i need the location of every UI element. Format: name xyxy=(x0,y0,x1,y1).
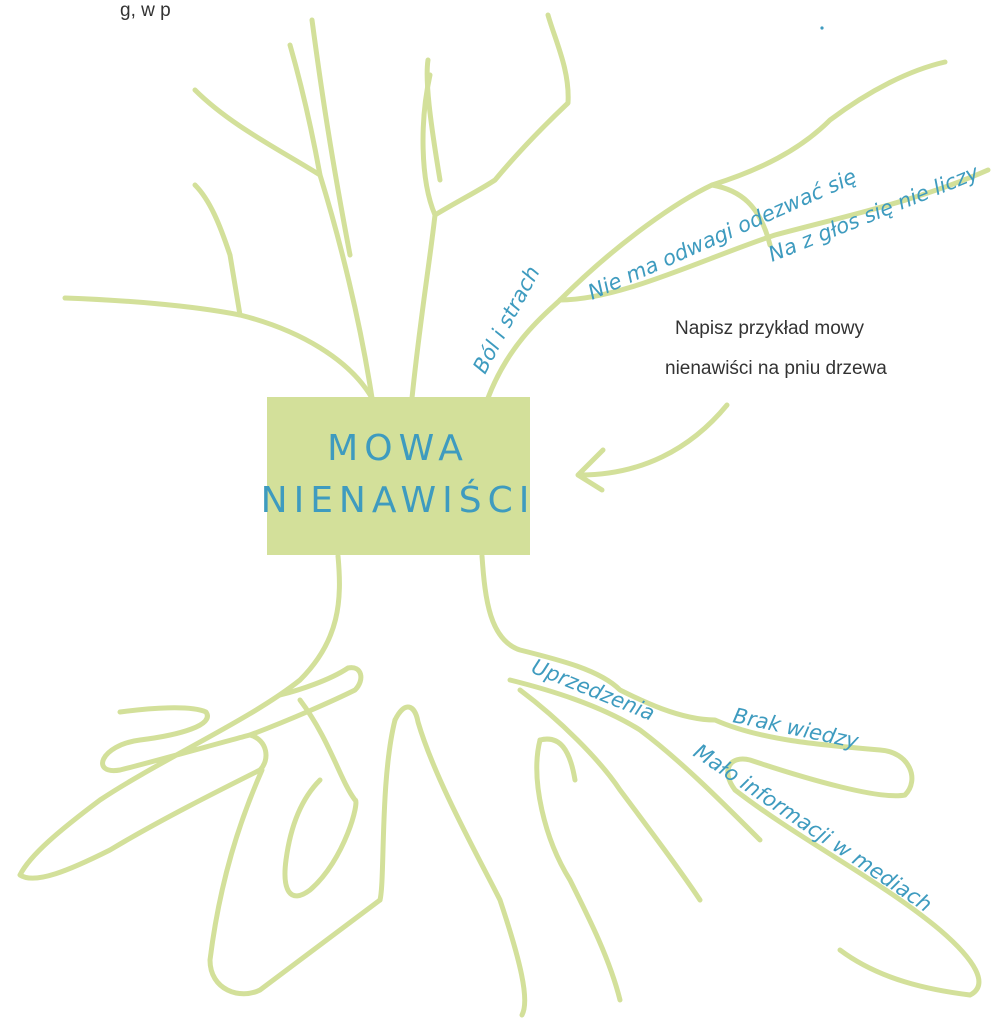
center-title-line2: NIENAWIŚCI xyxy=(261,479,536,521)
root-center-back xyxy=(380,720,395,900)
center-title-line1: MOWA xyxy=(327,428,469,469)
label-brak-wiedzy: Brak wiedzy xyxy=(731,703,861,753)
center-box xyxy=(267,397,530,555)
branch-left-mid xyxy=(290,45,372,398)
limb-right-upper xyxy=(560,62,945,300)
arrow-to-box xyxy=(578,405,727,490)
branch-center-right xyxy=(435,15,568,215)
label-malo-informacji: Mało informacji w mediach xyxy=(689,739,936,917)
instruction-line1: Napisz przykład mowy xyxy=(675,318,864,339)
stray-dot xyxy=(820,26,823,29)
root-mid-branch xyxy=(520,690,700,900)
branch-left-top xyxy=(195,90,320,175)
branch-center-fork xyxy=(427,60,440,180)
branch-far-left xyxy=(65,298,240,315)
arrow-shaft xyxy=(580,405,727,475)
root-center-left xyxy=(285,700,356,896)
root-right-inner-edge xyxy=(540,739,575,780)
arrow-head xyxy=(578,450,603,490)
root-right-inner xyxy=(537,740,620,1000)
cropped-header-text: g, w p xyxy=(120,0,171,21)
instruction-line2: nienawiści na pniu drzewa xyxy=(665,358,887,379)
root-center xyxy=(395,707,525,1015)
